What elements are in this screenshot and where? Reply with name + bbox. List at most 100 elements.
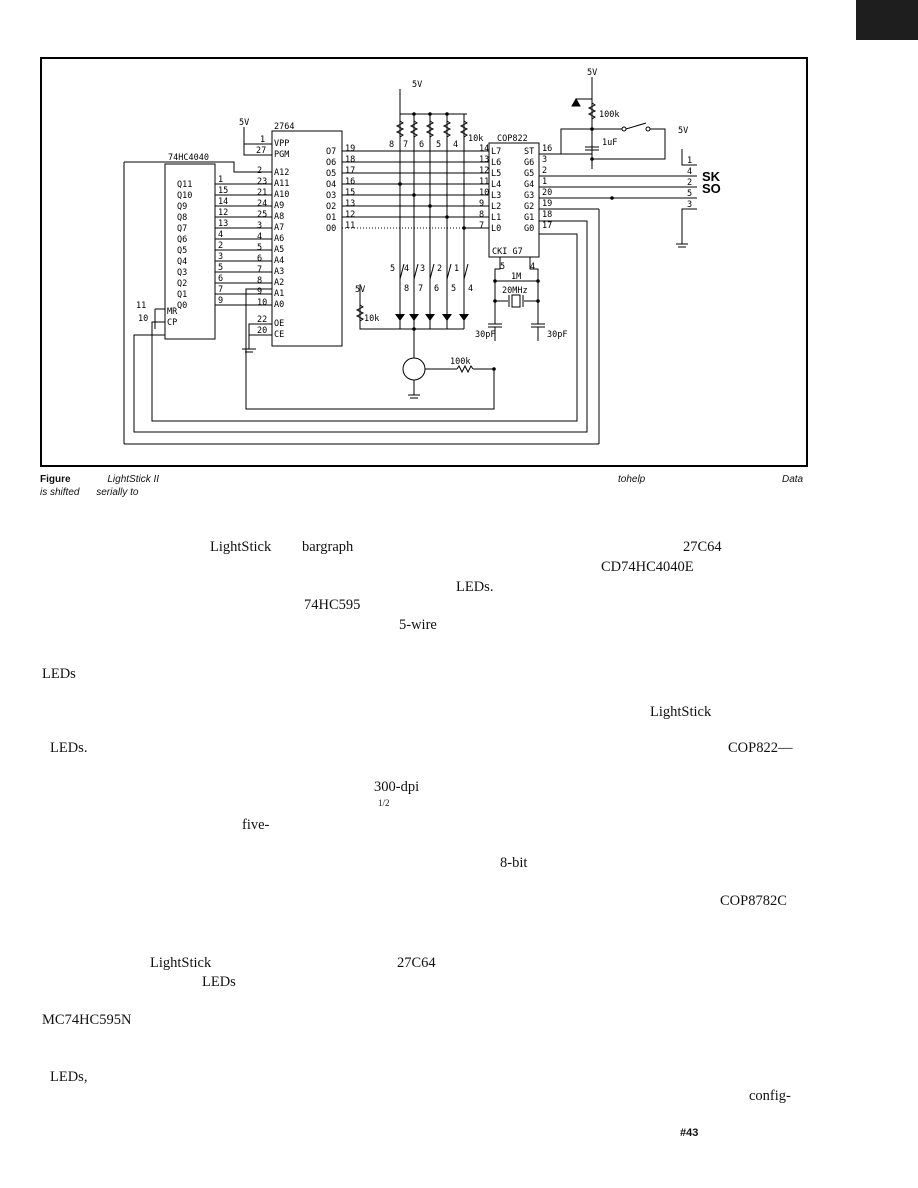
counter-pin-label: Q9 [177,202,187,212]
reset-power-label: 5V [587,68,597,78]
eprom-addr-num: 10 [257,298,267,308]
cap-left-label: 30pF [475,330,495,340]
pullup-num: 6 [419,140,424,150]
body-fragment: LightStick [150,955,212,971]
figure-caption-line-2: is shifted serially to [40,487,139,498]
switch-num: 1 [454,264,459,274]
diode-num: 8 [404,284,409,294]
mcu-left-label: L4 [491,180,501,190]
mcu-right-label: G3 [524,191,534,201]
body-fragment: 74HC595 [304,597,361,613]
data-bus [342,150,489,229]
connector-power-label: 5V [678,126,688,136]
connector-pin-num: 2 [687,178,692,188]
counter-pin-label: Q7 [177,224,187,234]
counter-pin-num: 9 [218,296,223,306]
body-fragment: config- [749,1088,791,1104]
vpp-pin-num: 1 [260,135,265,145]
eprom-data-num: 18 [345,155,355,165]
mcu-left-label: L6 [491,158,501,168]
ce-pin-num: 20 [257,326,267,336]
body-fragment: LightStick [210,539,272,555]
diode-num: 6 [434,284,439,294]
pullup-num: 7 [403,140,408,150]
mcu-left-label: L2 [491,202,501,212]
eprom-data-num: 16 [345,177,355,187]
eprom-data-num: 17 [345,166,355,176]
diode-num: 7 [418,284,423,294]
mcu-left-num: 10 [479,188,489,198]
oe-pin-num: 22 [257,315,267,325]
body-fragment: 27C64 [397,955,436,971]
eprom-data-num: 12 [345,210,355,220]
counter-pin-label: Q10 [177,191,192,201]
connector-pin-num: 5 [687,189,692,199]
page-number: #43 [680,1127,699,1139]
counter-pin-label: Q4 [177,257,187,267]
counter-ic-label: 74HC4040 [168,153,209,163]
mcu-left-num: 13 [479,155,489,165]
pullup-power-label: 5V [412,80,422,90]
eprom-addr-label: A6 [274,234,284,244]
diode-num: 4 [468,284,473,294]
mcu-right-num: 2 [542,166,547,176]
mcu-bottom-pin-4: 4 [530,262,535,272]
mcu-ic-body [488,142,540,258]
counter-pin-num: 3 [218,252,223,262]
eprom-addr-num: 2 [257,166,262,176]
mcu-right-label: G4 [524,180,534,190]
mcu-right-label: G6 [524,158,534,168]
eprom-addr-num: 7 [257,265,262,275]
mr-pin-num: 11 [136,301,146,311]
oe-label: OE [274,319,284,329]
body-fragment: 27C64 [683,539,722,555]
eprom-addr-label: A1 [274,289,284,299]
mcu-left-num: 12 [479,166,489,176]
pullup-num: 4 [453,140,458,150]
caption-fragment-1: LightStick II [107,474,160,485]
eprom-addr-num: 5 [257,243,262,253]
switch-power-label: 5V [355,285,365,295]
schematic-diagram: 5V 2764 74HC4040 5V 10k COP822 5V 100k 1… [123,68,721,445]
mcu-left-num: 8 [479,210,484,220]
body-fragment: LEDs, [50,1069,88,1085]
caption-line2-a: is shifted [40,487,80,498]
base-resistor-label: 100k [450,357,470,367]
eprom-addr-num: 6 [257,254,262,264]
mcu-left-label: L7 [491,147,501,157]
cap-right-label: 30pF [547,330,567,340]
mcu-bottom-pin-5: 5 [500,262,505,272]
switch-num: 2 [437,264,442,274]
eprom-addr-label: A12 [274,168,289,178]
pullup-num: 5 [436,140,441,150]
counter-pin-label: Q1 [177,290,187,300]
body-fragment: LightStick [650,704,712,720]
mcu-left-num: 11 [479,177,489,187]
eprom-addr-num: 4 [257,232,262,242]
counter-pin-label: Q11 [177,180,192,190]
counter-pin-num: 1 [218,175,223,185]
switch-num: 5 [390,264,395,274]
pullup-num: 8 [389,140,394,150]
eprom-data-label: O7 [326,147,336,157]
reset-resistor-label: 100k [599,110,619,120]
eprom-addr-num: 8 [257,276,262,286]
counter-pin-num: 13 [218,219,228,229]
body-fragment: LEDs. [456,579,494,595]
counter-pin-num: 15 [218,186,228,196]
body-fragment: five- [242,817,270,833]
reset-cap-label: 1uF [602,138,617,148]
mcu-right-num: 17 [542,221,552,231]
eprom-data-num: 15 [345,188,355,198]
caption-fragment-3: Data [782,474,804,485]
mcu-bottom-label: CKI G7 [492,247,523,257]
eprom-ic-label: 2764 [274,122,294,132]
feedback-resistor-label: 1M [511,272,521,282]
counter-pin-num: 2 [218,241,223,251]
counter-pin-label: Q0 [177,301,187,311]
eprom-addr-num: 24 [257,199,267,209]
ce-label: CE [274,330,284,340]
mcu-right-label: G2 [524,202,534,212]
caption-fragment-2: tohelp [618,474,646,485]
address-bus [215,183,272,306]
